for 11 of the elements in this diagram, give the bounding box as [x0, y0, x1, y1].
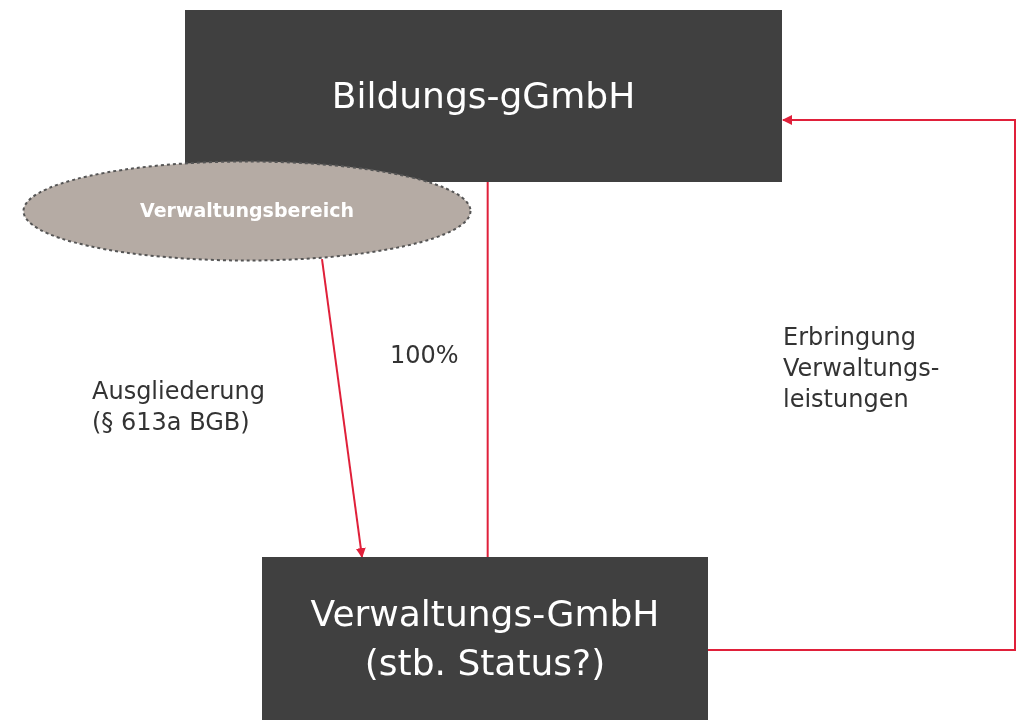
node-label: Bildungs-gGmbH — [331, 73, 636, 118]
organization-box — [262, 557, 708, 720]
node-label: Verwaltungs-GmbH (stb. Status?) — [309, 591, 661, 685]
connector-line — [486, 181, 489, 558]
edge-label: 100% — [390, 340, 460, 371]
organization-box — [185, 10, 782, 182]
edge-label: Ausgliederung (§ 613a BGB) — [92, 376, 266, 439]
node-label: Verwaltungsbereich — [140, 198, 354, 224]
arrow — [707, 115, 1016, 651]
edge-label: Erbringung Verwaltungs- leistungen — [783, 322, 941, 416]
arrow — [321, 258, 366, 558]
